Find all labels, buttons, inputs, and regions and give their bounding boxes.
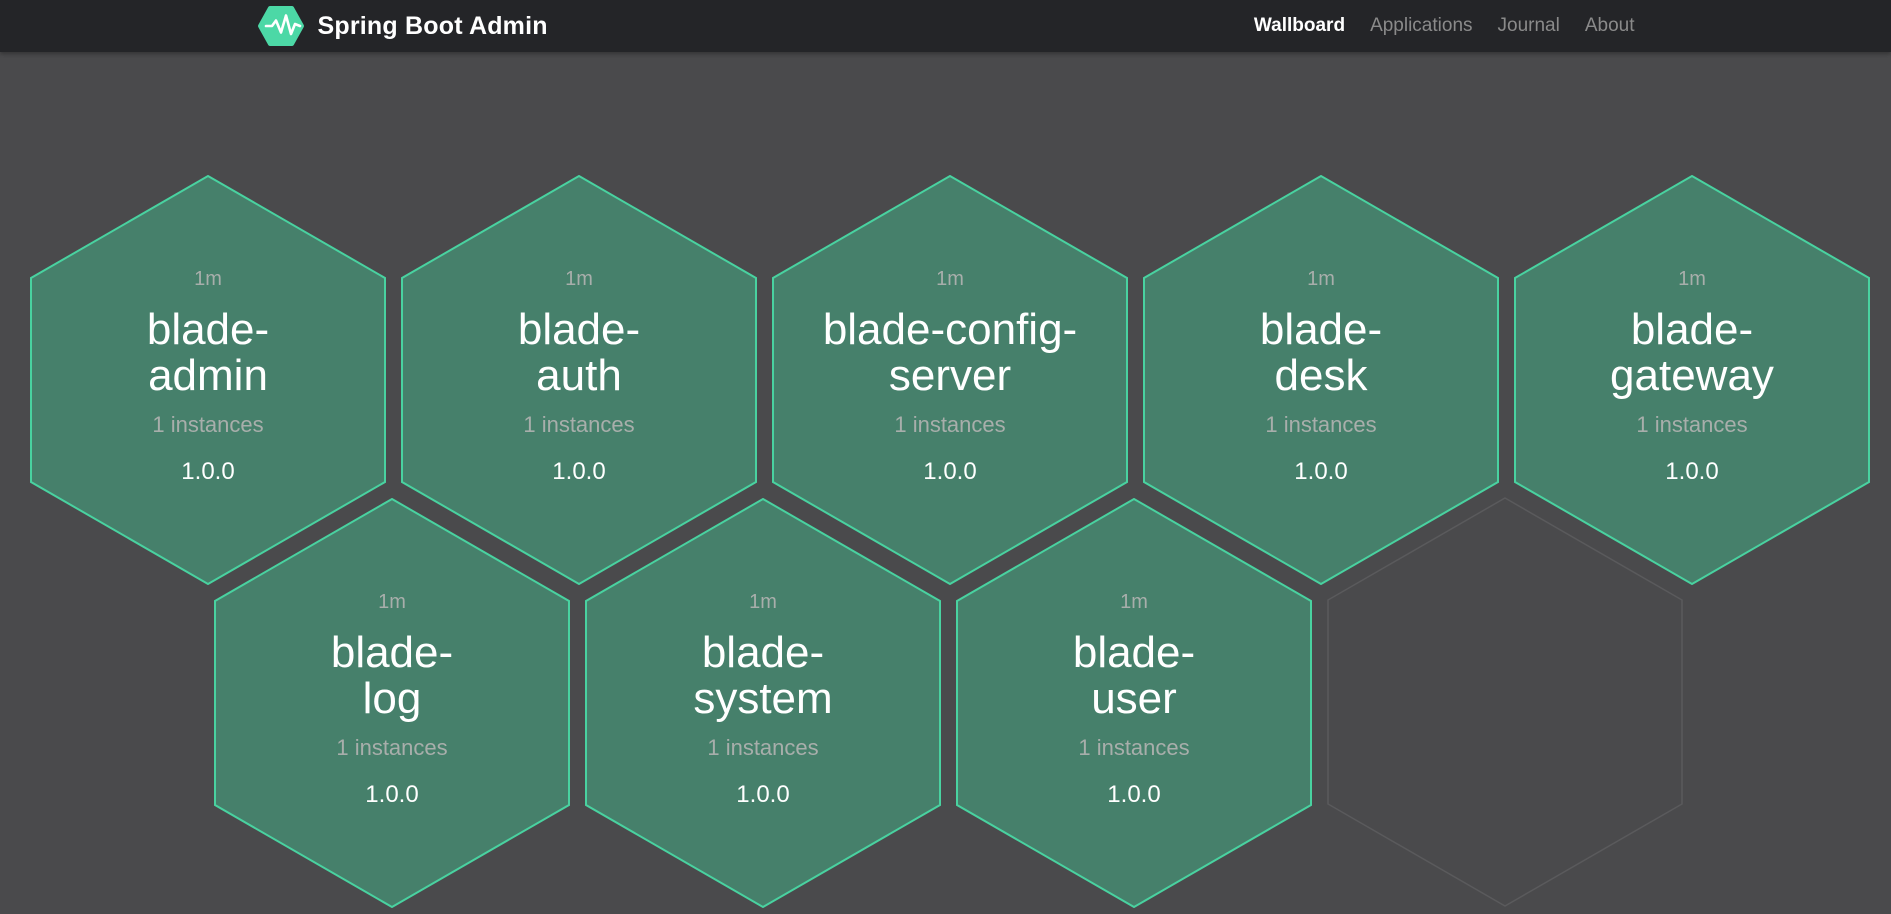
app-version: 1.0.0 [181, 458, 235, 485]
hexagon-content: 1m blade- desk 1 instances 1.0.0 [1143, 175, 1499, 585]
hexagon-shape [585, 498, 941, 908]
refresh-time-label: 1m [378, 591, 406, 613]
nav-item-about[interactable]: About [1584, 15, 1635, 36]
app-hexagon-blade-auth[interactable]: 1m blade- auth 1 instances 1.0.0 [401, 175, 757, 585]
app-version: 1.0.0 [1107, 781, 1161, 808]
hexagon-outline [1327, 497, 1683, 907]
hexagon-shape [401, 175, 757, 585]
hexagon-shape [772, 175, 1128, 585]
hexagon-shape [30, 175, 386, 585]
instance-count: 1 instances [894, 412, 1006, 437]
nav-item-applications[interactable]: Applications [1370, 15, 1473, 36]
app-name: blade- log [330, 628, 454, 723]
app-name: blade- gateway [1610, 305, 1774, 400]
app-hexagon-blade-config-server[interactable]: 1m blade-config- server 1 instances 1.0.… [772, 175, 1128, 585]
app-version: 1.0.0 [1294, 458, 1348, 485]
hexagon-shape [214, 498, 570, 908]
hexagon-content: 1m blade- admin 1 instances 1.0.0 [30, 175, 386, 585]
refresh-time-label: 1m [1307, 268, 1335, 290]
instance-count: 1 instances [152, 412, 264, 437]
app-name: blade- auth [517, 305, 641, 400]
instance-count: 1 instances [1078, 735, 1190, 760]
brand[interactable]: Spring Boot Admin [257, 5, 548, 47]
app-hexagon-blade-system[interactable]: 1m blade- system 1 instances 1.0.0 [585, 498, 941, 908]
hexagon-content: 1m blade- gateway 1 instances 1.0.0 [1514, 175, 1870, 585]
refresh-time-label: 1m [1678, 268, 1706, 290]
pulse-hexagon-logo-icon [257, 6, 304, 46]
app-name: blade- admin [146, 305, 270, 400]
app-version: 1.0.0 [736, 781, 790, 808]
app-version: 1.0.0 [1665, 458, 1719, 485]
hexagon-content: 1m blade- auth 1 instances 1.0.0 [401, 175, 757, 585]
hexagon-shape [956, 498, 1312, 908]
app-header: Spring Boot Admin Wallboard Applications… [0, 0, 1891, 52]
app-name: blade-config- server [822, 305, 1078, 400]
app-hexagon-blade-gateway[interactable]: 1m blade- gateway 1 instances 1.0.0 [1514, 175, 1870, 585]
refresh-time-label: 1m [936, 268, 964, 290]
hexagon-shape [1514, 175, 1870, 585]
hexagon-content: 1m blade- user 1 instances 1.0.0 [956, 498, 1312, 908]
app-version: 1.0.0 [552, 458, 606, 485]
app-hexagon-blade-log[interactable]: 1m blade- log 1 instances 1.0.0 [214, 498, 570, 908]
app-hexagon-blade-desk[interactable]: 1m blade- desk 1 instances 1.0.0 [1143, 175, 1499, 585]
hexagon-content: 1m blade- system 1 instances 1.0.0 [585, 498, 941, 908]
app-name: blade- user [1072, 628, 1196, 723]
app-name: blade- system [693, 628, 833, 723]
refresh-time-label: 1m [749, 591, 777, 613]
instance-count: 1 instances [336, 735, 448, 760]
nav-item-wallboard[interactable]: Wallboard [1253, 15, 1346, 36]
hexagon-content: 1m blade- log 1 instances 1.0.0 [214, 498, 570, 908]
app-hexagon-blade-admin[interactable]: 1m blade- admin 1 instances 1.0.0 [30, 175, 386, 585]
refresh-time-label: 1m [194, 268, 222, 290]
app-version: 1.0.0 [923, 458, 977, 485]
refresh-time-label: 1m [565, 268, 593, 290]
wallboard: 1m blade- admin 1 instances 1.0.0 1m bla… [0, 52, 1891, 914]
refresh-time-label: 1m [1120, 591, 1148, 613]
header-container: Spring Boot Admin Wallboard Applications… [257, 0, 1635, 52]
app-name: blade- desk [1259, 305, 1383, 400]
app-hexagon-blade-user[interactable]: 1m blade- user 1 instances 1.0.0 [956, 498, 1312, 908]
app-version: 1.0.0 [365, 781, 419, 808]
instance-count: 1 instances [1636, 412, 1748, 437]
main-nav: Wallboard Applications Journal About [1254, 0, 1635, 52]
instance-count: 1 instances [523, 412, 635, 437]
nav-item-journal[interactable]: Journal [1497, 15, 1560, 36]
hexagon-shape [1143, 175, 1499, 585]
hexagon-content: 1m blade-config- server 1 instances 1.0.… [772, 175, 1128, 585]
instance-count: 1 instances [707, 735, 819, 760]
instance-count: 1 instances [1265, 412, 1377, 437]
app-title: Spring Boot Admin [317, 11, 548, 40]
placeholder-hexagon [1327, 497, 1683, 907]
